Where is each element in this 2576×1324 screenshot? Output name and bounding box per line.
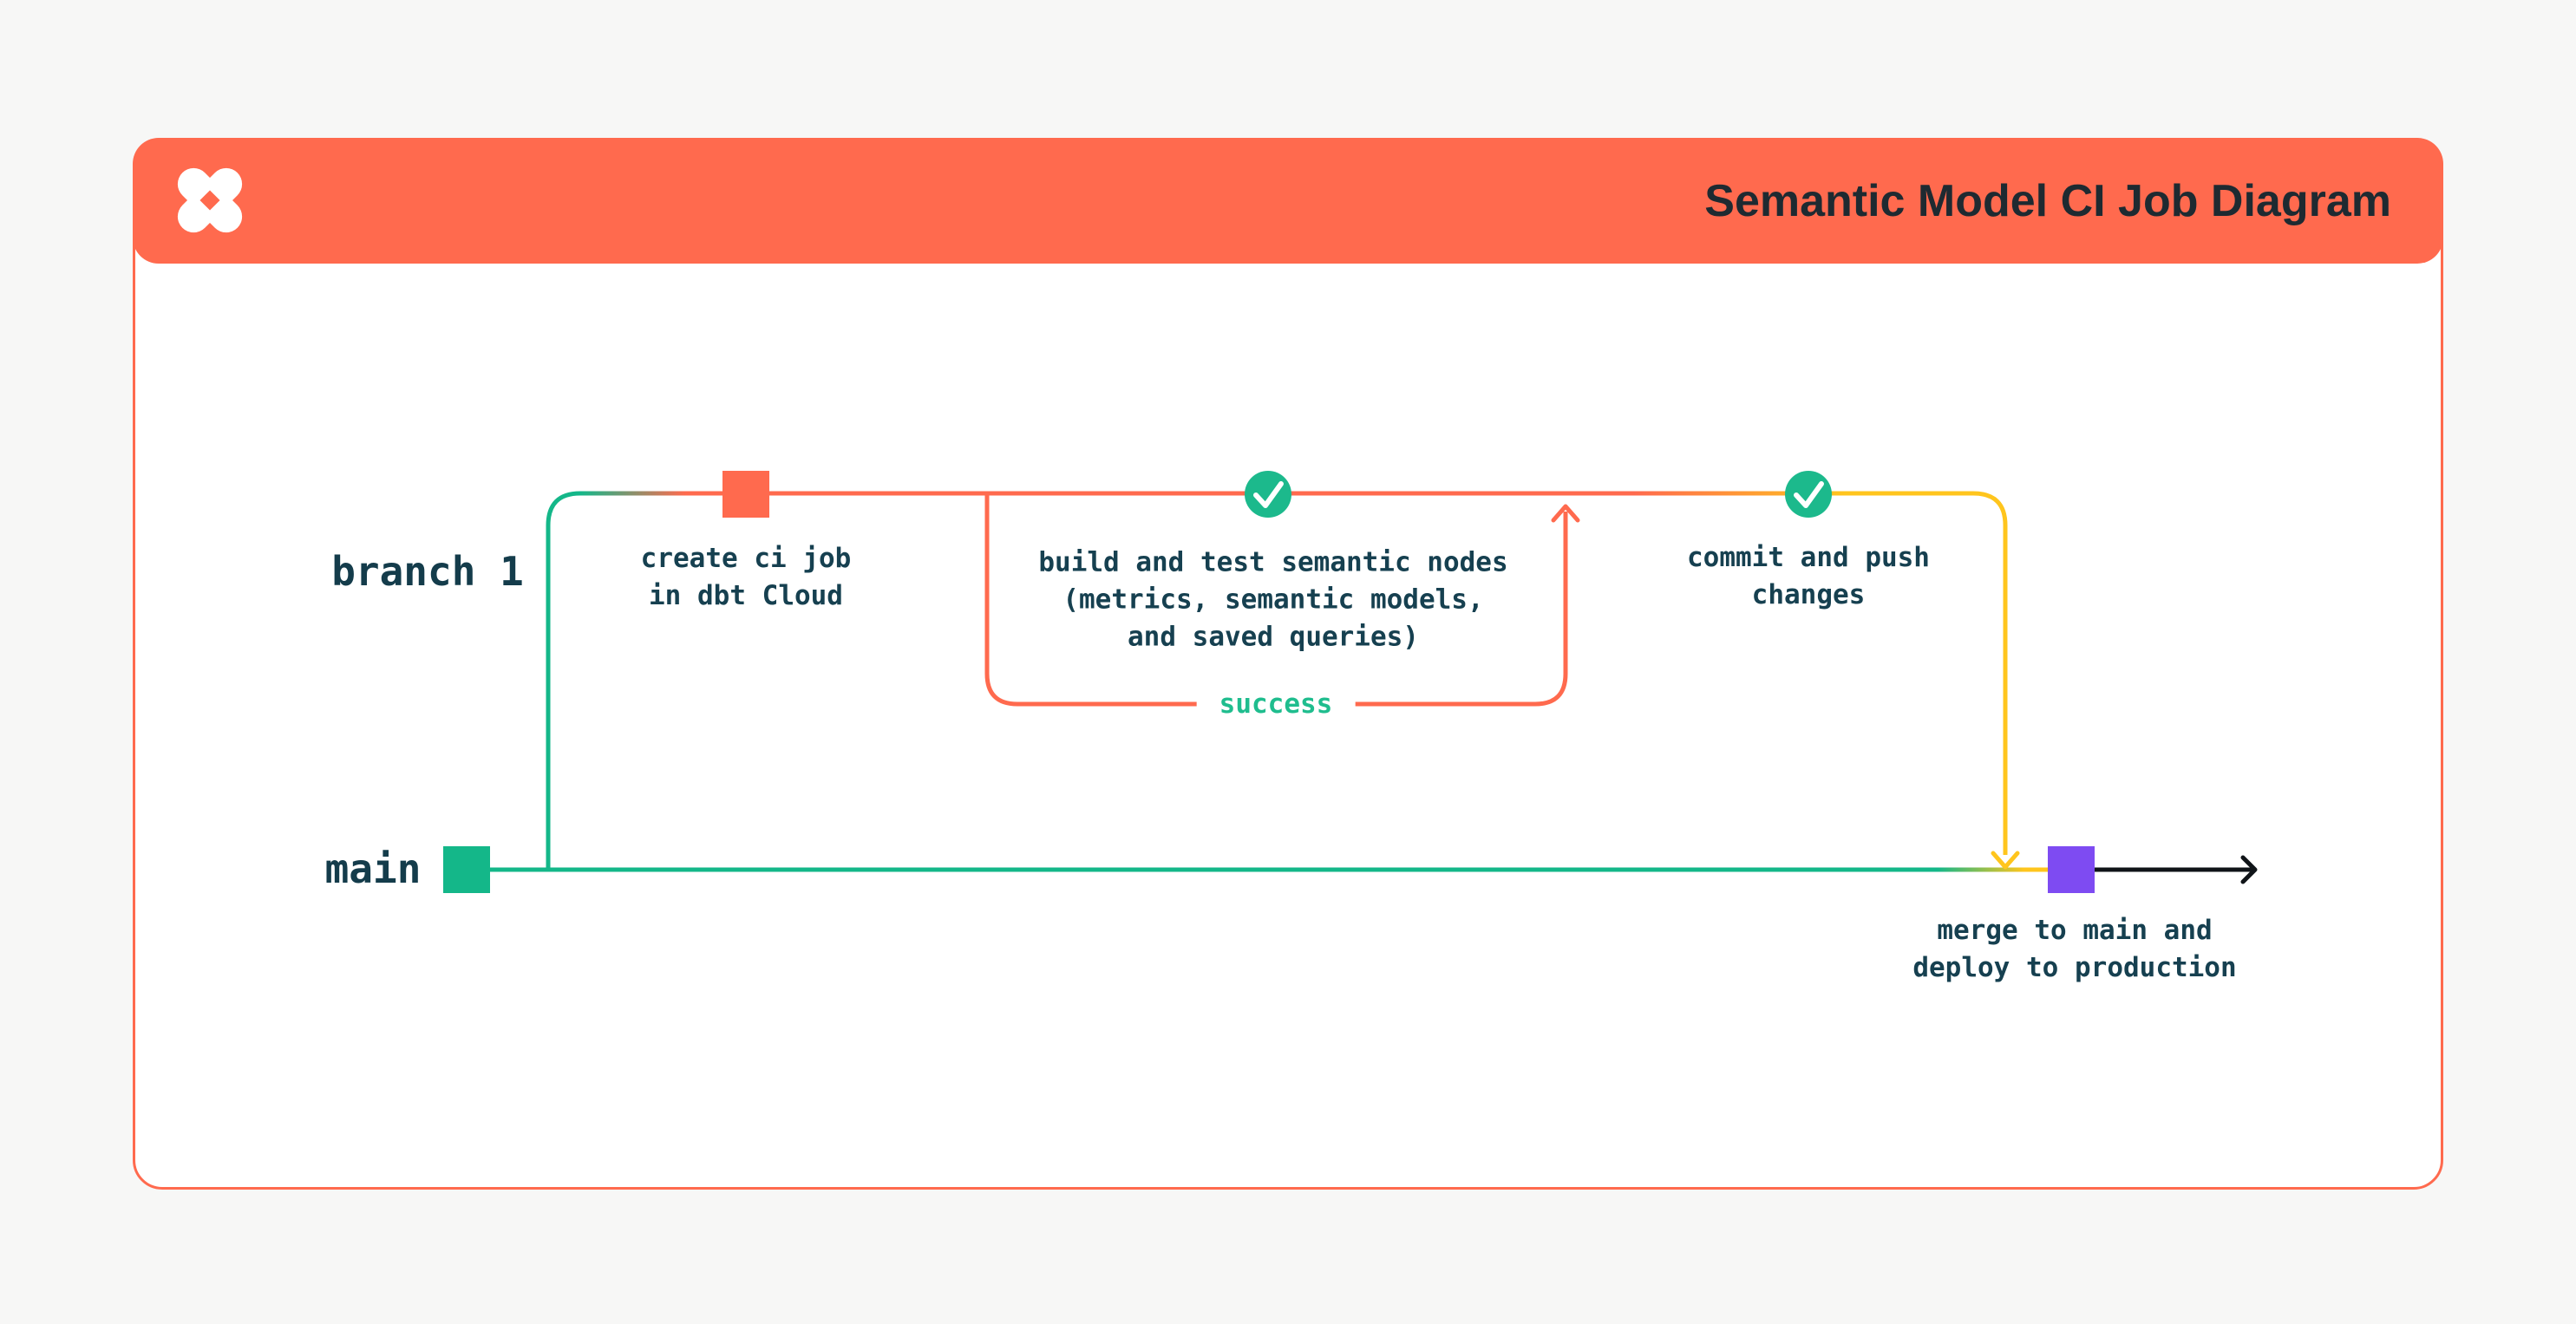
- check-icon-commit: [1785, 471, 1832, 518]
- page-title: Semantic Model CI Job Diagram: [1704, 175, 2391, 226]
- step-create-ci-job: create ci job in dbt Cloud: [640, 543, 852, 611]
- logo-center-diamond: [199, 190, 220, 211]
- create-ci-commit-square: [722, 471, 769, 518]
- merge-down-arrowhead: [1991, 851, 2020, 870]
- main-commit-square: [443, 846, 490, 893]
- success-loop-label: success: [1196, 687, 1356, 721]
- production-arrowhead: [2240, 855, 2258, 884]
- step-merge-deploy: merge to main and deploy to production: [1912, 915, 2237, 983]
- branch-1-label: branch 1: [331, 548, 524, 595]
- merge-commit-square: [2048, 846, 2095, 893]
- header-bar: Semantic Model CI Job Diagram: [133, 138, 2443, 264]
- step-build-and-test: build and test semantic nodes (metrics, …: [1038, 546, 1508, 653]
- check-icon-build: [1245, 471, 1291, 518]
- step-commit-and-push: commit and push changes: [1687, 542, 1930, 610]
- dbt-logo-icon: [177, 167, 243, 233]
- diagram-card: [133, 138, 2443, 1190]
- success-loop-arrowhead: [1551, 504, 1580, 523]
- main-label: main: [324, 845, 422, 892]
